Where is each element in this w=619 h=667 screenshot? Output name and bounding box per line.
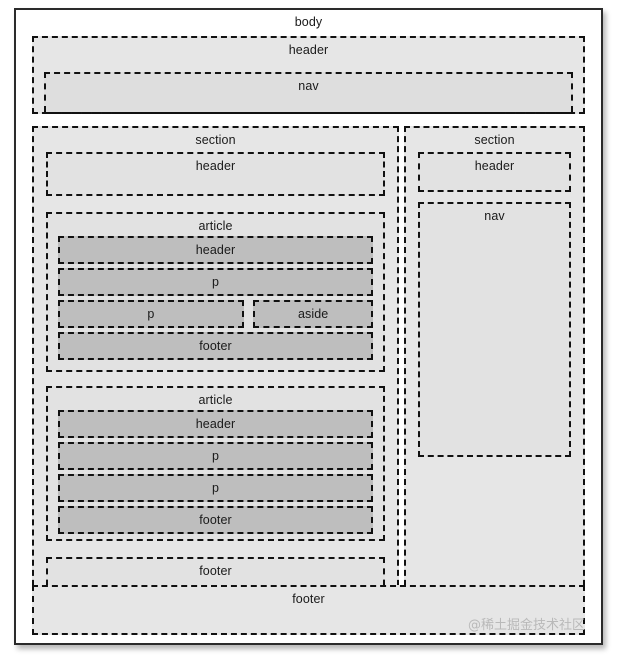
header-top-label: header: [288, 43, 329, 57]
article-one-footer: footer: [58, 332, 373, 360]
nav-top-label: nav: [298, 79, 319, 93]
article-two-header-label: header: [195, 417, 236, 431]
section-main-label: section: [195, 133, 236, 147]
article-one-footer-label: footer: [199, 339, 232, 353]
section-main-footer-label: footer: [199, 564, 232, 578]
article-one-label: article: [198, 219, 233, 233]
section-main-header: header: [46, 152, 385, 196]
two-column-area: section header article header: [32, 126, 585, 597]
article-one-children: header p p aside: [58, 236, 373, 362]
article-one-paragraph-full-label: p: [211, 275, 220, 289]
footer-body-label: footer: [292, 592, 325, 606]
article-two-header: header: [58, 410, 373, 438]
article-one-paragraph-full: p: [58, 268, 373, 296]
section-side-children: header nav: [418, 152, 571, 584]
article-two-paragraph-first-label: p: [211, 449, 220, 463]
section-side-header-label: header: [474, 159, 515, 173]
section-side: section header nav: [404, 126, 585, 596]
article-two-paragraph-second: p: [58, 474, 373, 502]
article-one-header: header: [58, 236, 373, 264]
section-main: section header article header: [32, 126, 399, 597]
article-two-label: article: [198, 393, 233, 407]
body-children-container: header nav section header article: [32, 36, 585, 635]
article-two: article header p p: [46, 386, 385, 541]
header-top: header nav: [32, 36, 585, 114]
article-two-paragraph-first: p: [58, 442, 373, 470]
diagram-canvas: body header nav section header article: [14, 8, 603, 645]
article-one-header-label: header: [195, 243, 236, 257]
article-two-footer-label: footer: [199, 513, 232, 527]
section-side-nav-label: nav: [484, 209, 505, 223]
watermark-text: @稀土掘金技术社区: [467, 618, 585, 633]
section-side-header: header: [418, 152, 571, 192]
article-one-split-row: p aside: [58, 300, 373, 328]
article-two-paragraph-second-label: p: [211, 481, 220, 495]
article-one-paragraph-split-label: p: [147, 307, 155, 321]
section-main-children: header article header p: [46, 152, 385, 597]
body-label: body: [294, 15, 323, 29]
section-side-nav: nav: [418, 202, 571, 457]
section-side-label: section: [474, 133, 515, 147]
article-two-footer: footer: [58, 506, 373, 534]
article-one-aside: aside: [253, 300, 373, 328]
article-one-paragraph-split: p: [58, 300, 244, 328]
footer-body: footer: [32, 585, 585, 635]
article-one: article header p p: [46, 212, 385, 372]
nav-top: nav: [44, 72, 573, 114]
section-main-header-label: header: [195, 159, 236, 173]
article-two-children: header p p footer: [58, 410, 373, 534]
article-one-aside-label: aside: [297, 307, 329, 321]
